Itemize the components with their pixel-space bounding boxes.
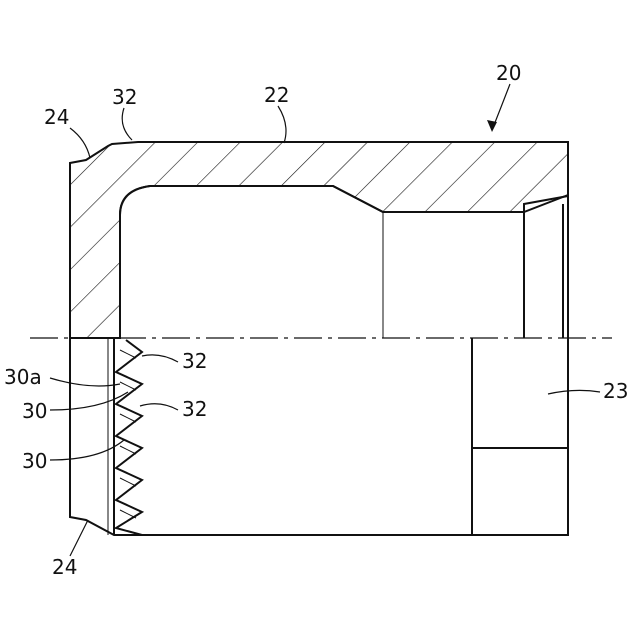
leader-32-a bbox=[142, 355, 178, 362]
label-ref-20: 20 bbox=[496, 61, 521, 85]
leader-30-a bbox=[50, 392, 128, 410]
thread-profile bbox=[116, 340, 142, 535]
label-ref-32-top: 32 bbox=[112, 85, 137, 109]
leader-30a bbox=[50, 378, 120, 386]
label-ref-32-a: 32 bbox=[182, 349, 207, 373]
leader-32-top bbox=[122, 108, 132, 140]
leader-30-b bbox=[50, 440, 124, 460]
label-ref-24-top: 24 bbox=[44, 105, 69, 129]
leader-22 bbox=[278, 106, 286, 143]
arrow-20 bbox=[487, 120, 497, 132]
label-ref-22: 22 bbox=[264, 83, 289, 107]
label-ref-30a: 30a bbox=[4, 365, 42, 389]
leader-24-top bbox=[70, 128, 90, 158]
leader-23 bbox=[548, 390, 600, 394]
label-ref-30-a: 30 bbox=[22, 399, 47, 423]
sectioned-body-upper bbox=[70, 142, 568, 338]
leader-32-b bbox=[140, 404, 178, 410]
label-ref-23: 23 bbox=[603, 379, 628, 403]
label-ref-30-b: 30 bbox=[22, 449, 47, 473]
label-ref-32-b: 32 bbox=[182, 397, 207, 421]
leader-24-bottom bbox=[70, 520, 88, 556]
outer-body-lower bbox=[70, 338, 568, 535]
label-ref-24-bottom: 24 bbox=[52, 555, 77, 579]
